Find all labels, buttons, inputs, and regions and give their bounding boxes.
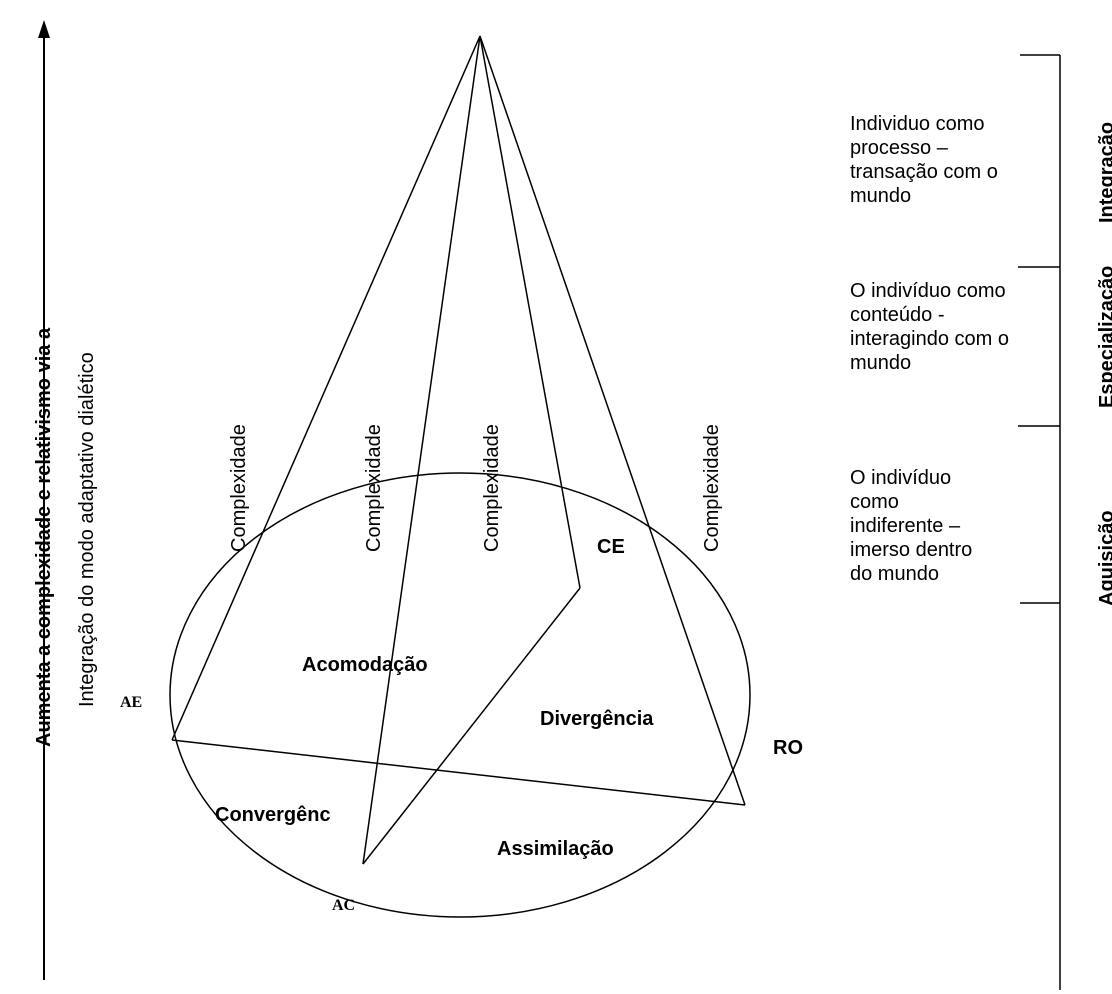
stage-description-line: mundo xyxy=(850,185,912,207)
axis-arrowhead xyxy=(38,20,50,38)
stage-description-line: O indivíduo xyxy=(850,467,952,489)
vertex-label-ce: CE xyxy=(597,536,625,558)
stage-description-integracao: Individuo como processo – transação com … xyxy=(850,112,998,208)
complexity-label-1: Complexidade xyxy=(228,424,250,552)
cone-line-ac xyxy=(362,35,481,865)
stage-description-line: Individuo como xyxy=(850,113,985,135)
complexity-label-3: Complexidade xyxy=(481,424,503,552)
stage-description-line: conteúdo - xyxy=(850,304,945,326)
stage-description-line: imerso dentro xyxy=(850,539,973,561)
cone-line-ae xyxy=(171,35,481,741)
complexity-label-2: Complexidade xyxy=(363,424,385,552)
stage-description-line: mundo xyxy=(850,352,912,374)
stage-description-line: O indivíduo como xyxy=(850,280,1006,302)
cone-lines xyxy=(171,35,746,865)
axis-main-label: Aumenta a complexidade e relativismo via… xyxy=(33,327,55,747)
stage-name-aquisicao: Aquisição xyxy=(1096,510,1112,606)
vertex-label-ae: AE xyxy=(120,694,142,711)
vertex-label-ro: RO xyxy=(773,737,803,759)
vertex-label-ac: AC xyxy=(332,897,355,914)
quadrant-label-divergencia: Divergência xyxy=(540,708,654,730)
stage-description-line: interagindo com o xyxy=(850,328,1009,350)
stage-bracket xyxy=(1018,54,1061,990)
quadrant-label-convergencia: Convergênc xyxy=(215,804,331,826)
axis-sub-label: Integração do modo adaptativo dialético xyxy=(76,352,98,707)
stage-description-line: processo – xyxy=(850,137,948,159)
stage-description-line: do mundo xyxy=(850,563,939,585)
base-line-ce-ac xyxy=(362,587,581,865)
cone-line-ro xyxy=(479,35,746,806)
base-line-ae-ro xyxy=(171,739,746,806)
stage-description-especializacao: O indivíduo como conteúdo - interagindo … xyxy=(850,279,1009,375)
stage-name-integracao: Integração xyxy=(1096,122,1112,223)
complexity-label-4: Complexidade xyxy=(701,424,723,552)
cone-line-ce xyxy=(479,35,581,589)
stage-description-aquisicao: O indivíduo como indiferente – imerso de… xyxy=(850,466,972,586)
base-ellipse xyxy=(169,472,751,918)
stage-name-especializacao: Especialização xyxy=(1096,266,1112,408)
quadrant-label-assimilacao: Assimilação xyxy=(497,838,614,860)
stage-description-line: indiferente – xyxy=(850,515,961,537)
stage-description-line: transação com o xyxy=(850,161,998,183)
quadrant-label-acomodacao: Acomodação xyxy=(302,654,428,676)
stage-description-line: como xyxy=(850,491,899,513)
